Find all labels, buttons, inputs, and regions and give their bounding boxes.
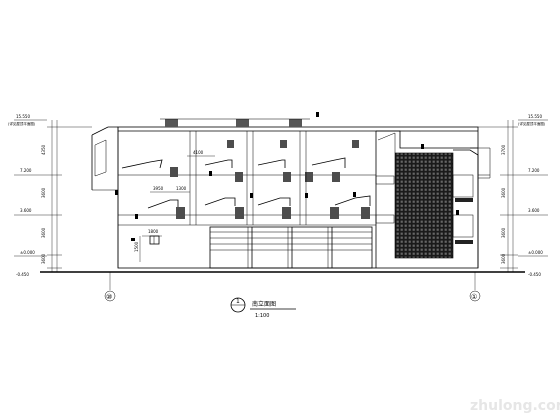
right-dimension-chain: 3700 3600 3600 3600 [478, 120, 518, 272]
roof-vents [160, 118, 310, 127]
bay-dividers [189, 131, 307, 225]
dim-left-1: 4350 [41, 144, 46, 155]
title-index: 1 [236, 298, 240, 305]
ground-floor-shopfront [209, 226, 373, 269]
dim-4100: 4100 [193, 150, 204, 155]
dim-left-4: 3600 [41, 253, 46, 264]
axis-right-label: ① [471, 293, 477, 301]
dim-3950: 3950 [153, 186, 164, 191]
curtain-wall [375, 131, 490, 268]
dim-right-4: 3600 [501, 253, 506, 264]
level-right-ground: -0.450 [528, 272, 541, 277]
level-right-l2: 3.600 [528, 208, 540, 213]
dim-left-2: 3600 [41, 187, 46, 198]
level-right-roof-note: (详见屋顶平面图) [518, 121, 546, 126]
axis-markers: ⑩ ① [104, 272, 481, 302]
drawing-title: 1 南立面图 1:100 [230, 297, 296, 319]
dim-right-3: 3600 [501, 227, 506, 238]
title-scale: 1:100 [255, 313, 269, 319]
watermark: zhulong.com [470, 398, 560, 414]
level-left-roof-note: (详见屋顶平面图) [8, 121, 36, 126]
axis-left-label: ⑩ [106, 293, 112, 301]
dim-1300: 1300 [176, 186, 187, 191]
left-level-marks: 15.550 (详见屋顶平面图) 7.200 3.600 ±0.000 -0.4… [8, 114, 47, 277]
title-main: 南立面图 [252, 300, 276, 308]
level-right-l3: 7.200 [528, 168, 540, 173]
window-bands-middle [147, 195, 371, 209]
level-left-l3: 7.200 [20, 168, 32, 173]
right-level-marks: 15.550 (详见屋顶平面图) 7.200 3.600 ±0.000 -0.4… [518, 114, 548, 277]
dim-1500: 1500 [134, 241, 139, 252]
left-dimension-chain: 4350 3600 3600 3600 [41, 120, 92, 272]
dark-panels [170, 140, 370, 219]
level-left-ground: -0.450 [16, 272, 29, 277]
window-bands-upper [121, 157, 346, 169]
level-left-l1: ±0.000 [20, 250, 35, 255]
dim-left-3: 3600 [41, 227, 46, 238]
level-right-roof: 15.550 [528, 114, 542, 119]
dim-1800: 1800 [148, 229, 159, 234]
inner-dimensions: 4100 3950 1300 1800 1500 [134, 150, 215, 262]
level-right-l1: ±0.000 [528, 250, 543, 255]
dim-right-2: 3600 [501, 187, 506, 198]
dim-right-1: 3700 [501, 144, 506, 155]
level-left-l2: 3.600 [20, 208, 32, 213]
level-left-roof: 15.550 [16, 114, 30, 119]
